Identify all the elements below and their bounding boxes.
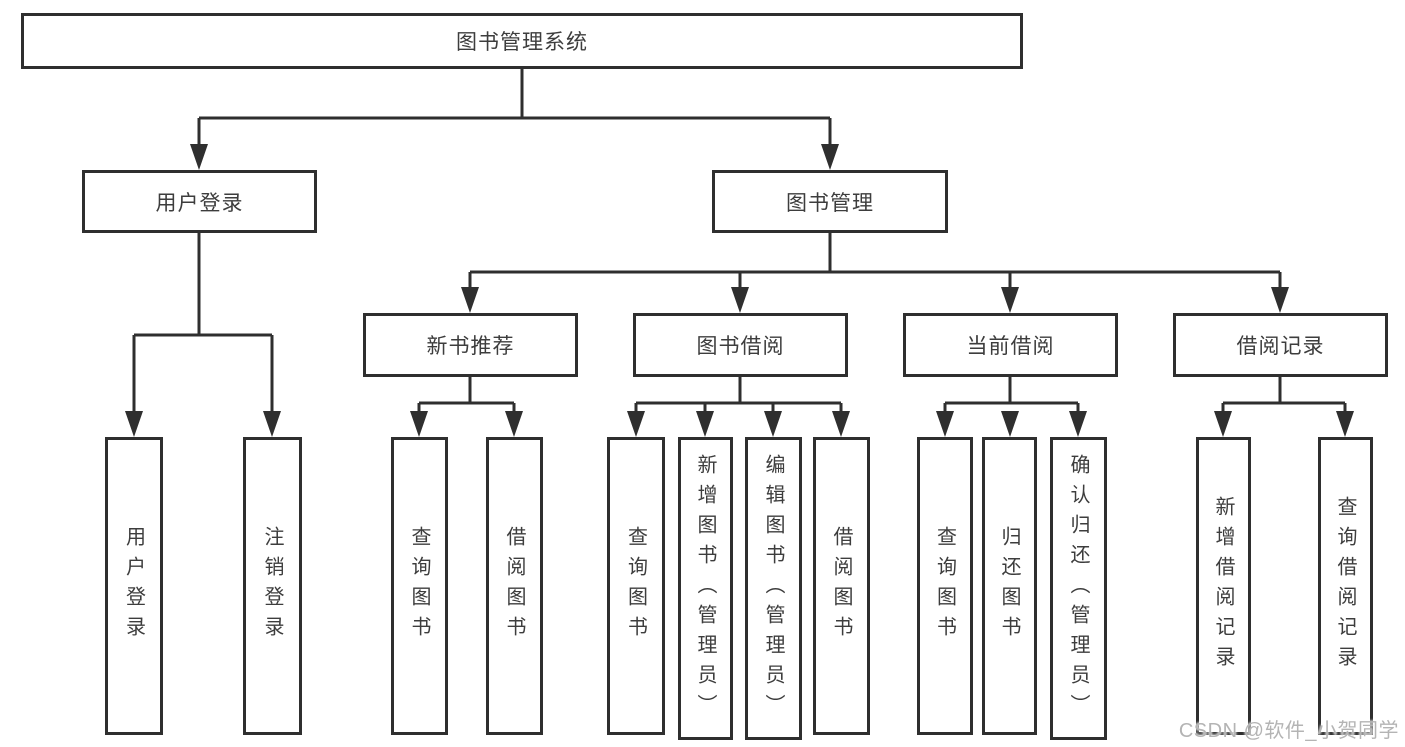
node-label: 新书推荐 — [426, 335, 515, 358]
node-label: 图书管理 — [786, 191, 874, 215]
node-library-management-system: 图书管理系统 — [21, 13, 1023, 69]
node-label: 注销登录 — [261, 526, 283, 646]
leaf-logout: 注销登录 — [243, 437, 302, 735]
csdn-watermark: CSDN @软件_小贺同学 — [1178, 720, 1399, 742]
node-label: 借阅图书 — [503, 526, 525, 646]
node-label: 新增借阅记录 — [1212, 496, 1234, 676]
leaf-edit-books-admin: 编辑图书（管理员） — [745, 437, 802, 740]
node-book-borrowing: 图书借阅 — [633, 313, 848, 377]
node-label: 用户登录 — [122, 526, 145, 646]
node-label: 编辑图书（管理员） — [762, 453, 784, 724]
node-label: 用户登录 — [155, 191, 244, 215]
leaf-query-books-1: 查询图书 — [391, 437, 448, 735]
node-book-management: 图书管理 — [712, 170, 948, 233]
node-label: 查询图书 — [933, 526, 956, 646]
leaf-confirm-return-admin: 确认归还（管理员） — [1050, 437, 1107, 740]
leaf-borrow-books-2: 借阅图书 — [813, 437, 870, 735]
node-label: 归还图书 — [998, 526, 1020, 646]
leaf-borrow-books-1: 借阅图书 — [486, 437, 543, 735]
node-label: 查询图书 — [624, 526, 647, 646]
node-label: 借阅记录 — [1236, 335, 1325, 358]
node-label: 借阅图书 — [830, 526, 852, 646]
node-label: 图书借阅 — [696, 335, 785, 358]
leaf-query-books-2: 查询图书 — [607, 437, 665, 735]
leaf-add-books-admin: 新增图书（管理员） — [678, 437, 733, 740]
node-label: 确认归还（管理员） — [1067, 453, 1089, 724]
node-label: 图书管理系统 — [456, 31, 588, 54]
node-user-login: 用户登录 — [82, 170, 317, 233]
node-label: 当前借阅 — [966, 335, 1055, 358]
node-label: 查询图书 — [408, 526, 430, 646]
node-current-borrowing: 当前借阅 — [903, 313, 1118, 377]
arrowheads — [125, 144, 1354, 437]
node-borrowing-records: 借阅记录 — [1173, 313, 1388, 377]
node-label: 新增图书（管理员） — [694, 453, 716, 724]
leaf-add-borrow-record: 新增借阅记录 — [1196, 437, 1251, 735]
leaf-return-books: 归还图书 — [982, 437, 1037, 735]
node-label: 查询借阅记录 — [1334, 496, 1356, 676]
tree-edge-lines — [132, 69, 1347, 413]
node-new-book-recommendation: 新书推荐 — [363, 313, 578, 377]
leaf-query-books-3: 查询图书 — [917, 437, 973, 735]
leaf-user-login: 用户登录 — [105, 437, 163, 735]
leaf-query-borrow-record: 查询借阅记录 — [1318, 437, 1373, 735]
